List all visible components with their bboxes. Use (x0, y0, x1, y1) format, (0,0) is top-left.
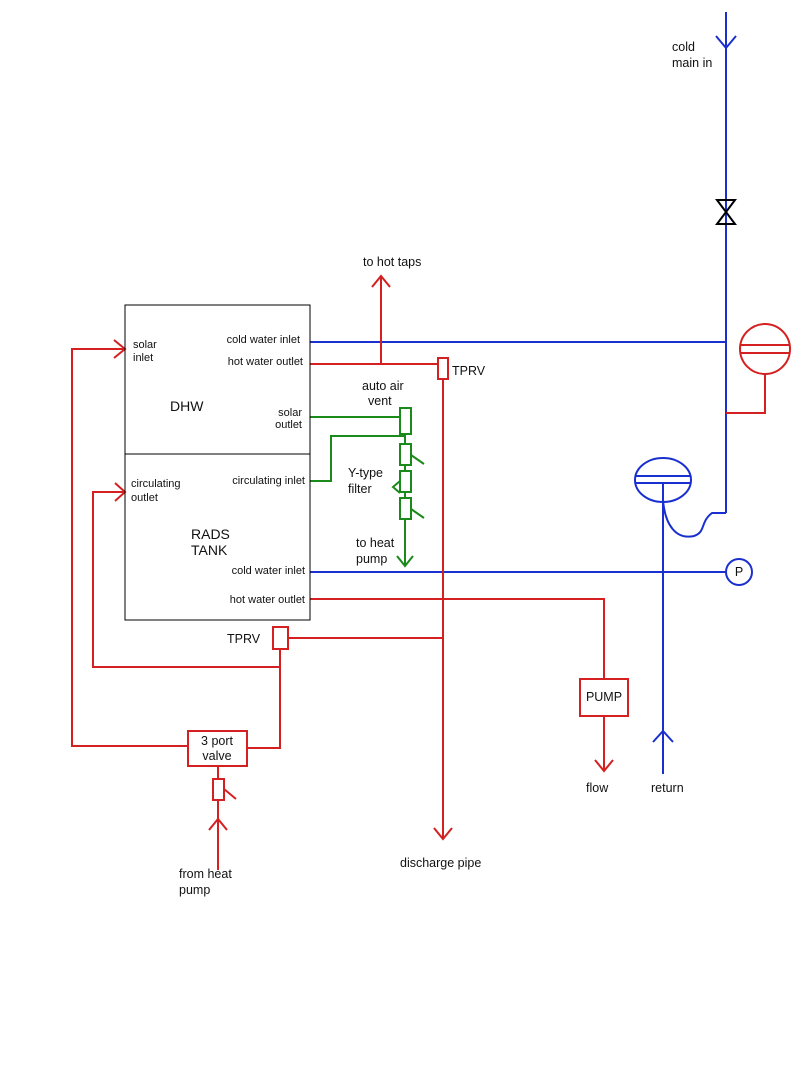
to-hot-taps-arrow (371, 274, 391, 288)
circulating-return-pipe (247, 649, 281, 749)
tprv-top-label: TPRV (452, 364, 486, 378)
tprv-top-valve (437, 357, 449, 380)
hot-expansion-pipe (726, 374, 766, 414)
filter-valve-1 (399, 443, 412, 466)
pressure-gauge-circle (725, 558, 753, 586)
circulating-outlet-loop (92, 491, 280, 668)
hot-water-pipes (71, 274, 791, 870)
cold-main-in-arrow (715, 35, 737, 50)
cold-water-pipes (310, 12, 753, 774)
heat-pump-valve-handle (223, 788, 237, 800)
rads-cold-water-inlet-label: cold water inlet (232, 565, 305, 577)
flow-label: flow (586, 781, 609, 795)
rads-tank (124, 453, 311, 621)
return-label: return (651, 781, 684, 795)
rads-hot-outlet-pipe (310, 598, 605, 679)
to-heat-pump-arrow (396, 555, 414, 568)
stop-valve (715, 199, 737, 225)
to-hot-taps-label: to hot taps (363, 255, 421, 269)
tprv-bottom-valve (272, 626, 289, 650)
filter-pipes (310, 407, 425, 568)
dhw-cold-water-inlet-label: cold water inlet (227, 334, 300, 346)
auto-air-vent-box (399, 407, 412, 435)
stop-valve-icon (715, 199, 737, 225)
hot-expansion-vessel (739, 323, 791, 375)
from-heat-pump-arrow (208, 817, 228, 831)
rads-hot-water-outlet-label: hot water outlet (230, 594, 305, 606)
cylinder (124, 304, 311, 621)
cold-expansion-vessel (634, 457, 692, 503)
circulating-inlet-pipe (310, 435, 406, 482)
filter-valve-2-handle (410, 508, 425, 519)
filter-valve-2 (399, 497, 412, 520)
y-type-filter-body (399, 470, 412, 493)
pump-label: PUMP (586, 690, 622, 704)
dhw-tank (124, 304, 311, 455)
expansion-vessel-connection (662, 484, 726, 538)
y-type-filter-branch (391, 480, 401, 494)
pressure-gauge-label: P (735, 565, 743, 579)
tprv-bottom-label: TPRV (227, 632, 261, 646)
flow-arrow (594, 759, 614, 773)
dhw-hot-water-outlet-label: hot water outlet (228, 356, 303, 368)
discharge-pipe-label: discharge pipe (400, 856, 481, 870)
return-arrow (652, 729, 674, 743)
discharge-pipe-arrow (433, 827, 453, 841)
filter-valve-1-handle (410, 454, 425, 465)
dhw-name-label: DHW (170, 398, 204, 414)
solar-inlet-loop (71, 348, 188, 747)
heat-pump-valve (212, 778, 225, 801)
rads-circulating-inlet-label: circulating inlet (232, 475, 305, 487)
